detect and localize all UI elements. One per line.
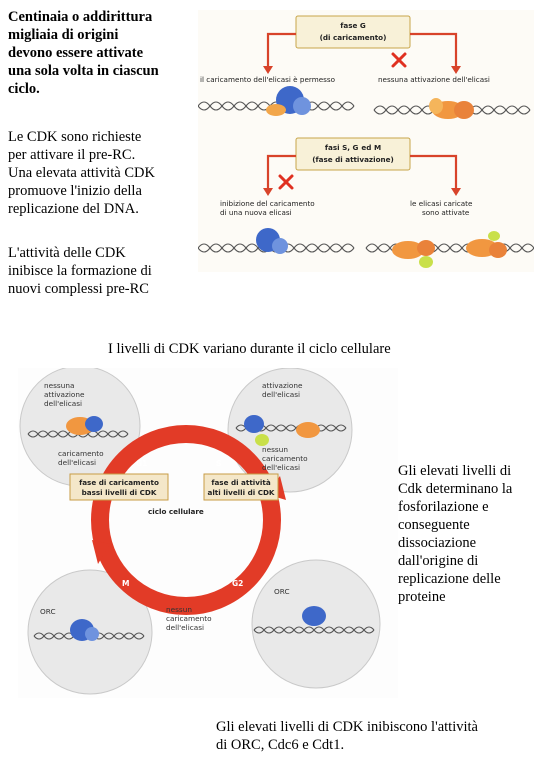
cell-label: dell'elicasi bbox=[262, 463, 300, 472]
cell-label: caricamento bbox=[166, 614, 212, 623]
text-line: Centinaia o addirittura bbox=[8, 9, 153, 25]
text-line: nuovi complessi pre-RC bbox=[8, 281, 149, 297]
helicase-loading-figure: fase G (di caricamento) il caricamento d… bbox=[198, 10, 534, 272]
text-line: una sola volta in ciascun bbox=[8, 63, 159, 79]
cdk-required-paragraph: Le CDK sono richieste per attivare il pr… bbox=[8, 128, 198, 218]
text-line: proteine bbox=[398, 589, 446, 605]
box-label: fase G bbox=[340, 21, 366, 30]
orc-complex-icon bbox=[256, 228, 288, 254]
activated-label: sono attivate bbox=[422, 208, 470, 217]
cross-icon bbox=[278, 174, 294, 190]
activation-phase-box bbox=[295, 137, 411, 171]
box-label: alti livelli di CDK bbox=[207, 488, 274, 497]
cell-label: attivazione bbox=[262, 381, 303, 390]
text-line: ciclo. bbox=[8, 81, 40, 97]
text-line: replicazione delle bbox=[398, 571, 501, 587]
cell-label: caricamento bbox=[58, 449, 104, 458]
cell-label: dell'elicasi bbox=[166, 623, 204, 632]
text-line: per attivare il pre-RC. bbox=[8, 147, 136, 163]
text-line: dall'origine di bbox=[398, 553, 479, 569]
box-label: bassi livelli di CDK bbox=[82, 488, 157, 497]
cell-label: dell'elicasi bbox=[44, 399, 82, 408]
text-line: di ORC, Cdc6 e Cdt1. bbox=[216, 737, 345, 753]
loading-phase-box bbox=[69, 473, 169, 501]
orc-label: ORC bbox=[40, 607, 56, 616]
text-line: Le CDK sono richieste bbox=[8, 129, 142, 145]
phase-s-label: S bbox=[216, 459, 221, 468]
cell-label: caricamento bbox=[262, 454, 308, 463]
orc-label: ORC bbox=[274, 587, 290, 596]
text-line: devono essere attivate bbox=[8, 45, 144, 61]
helicase-icon bbox=[296, 422, 320, 438]
cell-label: nessun bbox=[166, 605, 192, 614]
helicase-loading-allowed-label: il caricamento dell'elicasi è permesso bbox=[200, 75, 335, 84]
box-label: fase di caricamento bbox=[79, 478, 159, 487]
loading-phase-box bbox=[295, 15, 411, 49]
inhibition-label: di una nuova elicasi bbox=[220, 208, 292, 217]
arrow-left bbox=[266, 32, 296, 68]
phase-g2-label: G2 bbox=[232, 579, 243, 588]
box-label: (di caricamento) bbox=[320, 33, 387, 42]
orc-icon bbox=[302, 606, 326, 626]
text-line: L'attività delle CDK bbox=[8, 245, 126, 261]
text-line: Cdk determinano la bbox=[398, 481, 513, 497]
cell-label: dell'elicasi bbox=[58, 458, 96, 467]
text-line: promuove l'inizio della bbox=[8, 183, 142, 199]
orc-inhibition-paragraph: Gli elevati livelli di CDK inibiscono l'… bbox=[216, 718, 536, 754]
cell-label: attivazione bbox=[44, 390, 85, 399]
activated-label: le elicasi caricate bbox=[410, 199, 473, 208]
cell-cycle-figure: G1 S G2 M fase di caricamento bassi live… bbox=[18, 368, 398, 698]
cell-cycle-ring bbox=[91, 425, 281, 615]
text-line: fosforilazione e bbox=[398, 499, 489, 515]
cdk-phosphorylation-paragraph: Gli elevati livelli di Cdk determinano l… bbox=[398, 462, 536, 606]
no-activation-label: nessuna attivazione dell'elicasi bbox=[378, 75, 490, 84]
cell-label: dell'elicasi bbox=[262, 390, 300, 399]
text-line: inibisce la formazione di bbox=[8, 263, 152, 279]
cross-icon bbox=[391, 52, 407, 68]
text-line: dissociazione bbox=[398, 535, 477, 551]
cdk-inhibits-paragraph: L'attività delle CDK inibisce la formazi… bbox=[8, 244, 198, 298]
box-label: (fase di attivazione) bbox=[312, 155, 394, 164]
text-line: migliaia di origini bbox=[8, 27, 119, 43]
text-line: conseguente bbox=[398, 517, 470, 533]
box-label: fase di attività bbox=[211, 478, 271, 487]
phase-m-label: M bbox=[122, 579, 129, 588]
cell-label: nessuna bbox=[44, 381, 74, 390]
orc-icon bbox=[244, 415, 264, 433]
intro-paragraph: Centinaia o addirittura migliaia di orig… bbox=[8, 8, 198, 98]
text-line: Gli elevati livelli di CDK inibiscono l'… bbox=[216, 719, 478, 735]
phase-g1-label: G1 bbox=[136, 459, 147, 468]
orc-complex-icon bbox=[266, 86, 311, 116]
activity-phase-box bbox=[203, 473, 279, 501]
text-line: Una elevata attività CDK bbox=[8, 165, 155, 181]
inhibition-label: inibizione del caricamento bbox=[220, 199, 315, 208]
text-line: replicazione del DNA. bbox=[8, 201, 139, 217]
text-line: Gli elevati livelli di bbox=[398, 463, 512, 479]
active-helicase-icon bbox=[392, 231, 507, 268]
cell-label: nessun bbox=[262, 445, 288, 454]
cell-cycle-label: ciclo cellulare bbox=[148, 507, 204, 516]
cycle-section-title: I livelli di CDK variano durante il cicl… bbox=[108, 341, 391, 357]
arrow-right bbox=[410, 32, 458, 68]
mcm-helicase-icon bbox=[429, 98, 474, 119]
